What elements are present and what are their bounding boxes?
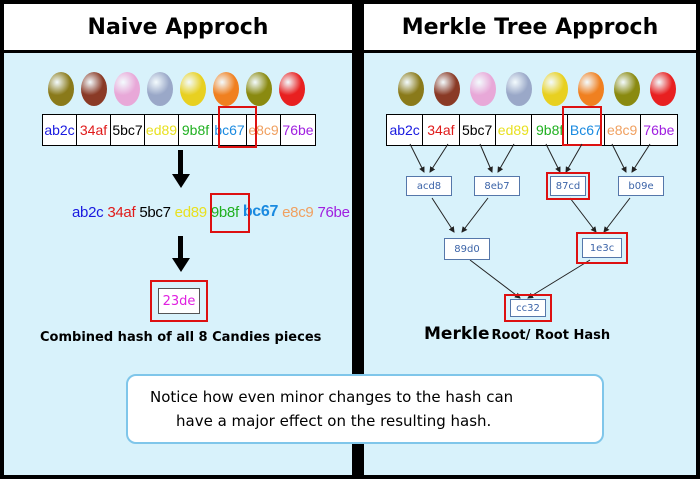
- left-hash-cell-5: bc67: [213, 115, 247, 145]
- candy-2: [470, 72, 496, 106]
- inline-hash-3: ed89: [174, 203, 207, 221]
- merkle-caption-small: Root/ Root Hash: [491, 328, 611, 343]
- right-hash-cell-3: ed89: [496, 115, 532, 145]
- candy-1: [434, 72, 460, 106]
- candy-4: [180, 72, 206, 106]
- left-hash-cell-7: 76be: [282, 122, 314, 138]
- right-hash-cell-6: e8c9: [605, 115, 641, 145]
- tree-node-l1-3: b09e: [618, 176, 664, 196]
- candy-3: [506, 72, 532, 106]
- merkle-caption: Merkle Root/ Root Hash: [424, 324, 610, 344]
- right-hash-cell-0: ab2c: [387, 115, 424, 145]
- merkle-caption-big: Merkle: [424, 324, 490, 344]
- down-arrow-1: [178, 150, 183, 176]
- right-hash-cell-2: 5bc7: [460, 115, 496, 145]
- candy-7: [650, 72, 676, 106]
- changed-inline-highlight: [210, 193, 250, 233]
- tree-node-l1-0: acd8: [406, 176, 452, 196]
- candy-7: [279, 72, 305, 106]
- right-hash-cell-5: Bc67: [568, 115, 605, 145]
- notice-box: Notice how even minor changes to the has…: [126, 374, 604, 444]
- changed-hash-highlight: [218, 106, 257, 148]
- right-hash-cell-4: 9b8f: [532, 115, 569, 145]
- tree-node-l1-1: 8eb7: [474, 176, 520, 196]
- right-hash-cell-7: 76be: [643, 122, 675, 138]
- merkle-root-node: cc32: [510, 299, 546, 317]
- candy-5: [213, 72, 239, 106]
- candy-0: [48, 72, 74, 106]
- left-hash-cell-1: 34af: [77, 115, 111, 145]
- notice-line-2: have a major effect on the resulting has…: [176, 412, 492, 430]
- down-arrow-2-head: [172, 258, 190, 272]
- candy-3: [147, 72, 173, 106]
- candy-5: [578, 72, 604, 106]
- combined-hash-box: 23de: [158, 288, 200, 314]
- down-arrow-2: [178, 236, 183, 260]
- tree-node-l2-0: 89d0: [444, 238, 490, 260]
- candy-4: [542, 72, 568, 106]
- left-hash-cell-4: 9b8f: [179, 115, 213, 145]
- inline-hash-1: 34af: [107, 203, 136, 221]
- inline-hash-7: 76be: [317, 203, 350, 221]
- candy-2: [114, 72, 140, 106]
- tree-node-l1-2: 87cd: [550, 176, 586, 196]
- left-hash-cell-0: ab2c: [43, 115, 77, 145]
- inline-hash-0: ab2c: [72, 203, 104, 221]
- root-highlight: [504, 294, 552, 322]
- left-hash-cell-2: 5bc7: [111, 115, 145, 145]
- inline-hash-2: 5bc7: [139, 203, 171, 221]
- down-arrow-1-head: [172, 174, 190, 188]
- candy-0: [398, 72, 424, 106]
- candy-6: [614, 72, 640, 106]
- merkle-title: Merkle Tree Approch: [364, 4, 696, 53]
- naive-caption: Combined hash of all 8 Candies pieces: [40, 330, 322, 345]
- combined-hash-highlight: [150, 280, 208, 322]
- left-hash-cell-3: ed89: [145, 115, 179, 145]
- inline-hash-6: e8c9: [282, 203, 314, 221]
- changed-l1-highlight: [546, 172, 590, 200]
- inline-hash-5: bc67: [242, 203, 279, 220]
- combined-hash: 23de: [162, 293, 196, 309]
- naive-title: Naive Approch: [4, 4, 352, 53]
- tree-edges: [409, 143, 651, 299]
- candy-6: [246, 72, 272, 106]
- candy-1: [81, 72, 107, 106]
- inline-hash-4: 9b8f: [210, 203, 239, 221]
- right-hash-cell-1: 34af: [423, 115, 460, 145]
- changed-l2-highlight: [576, 232, 628, 264]
- tree-node-l2-1: 1e3c: [582, 238, 622, 258]
- notice-line-1: Notice how even minor changes to the has…: [150, 388, 514, 406]
